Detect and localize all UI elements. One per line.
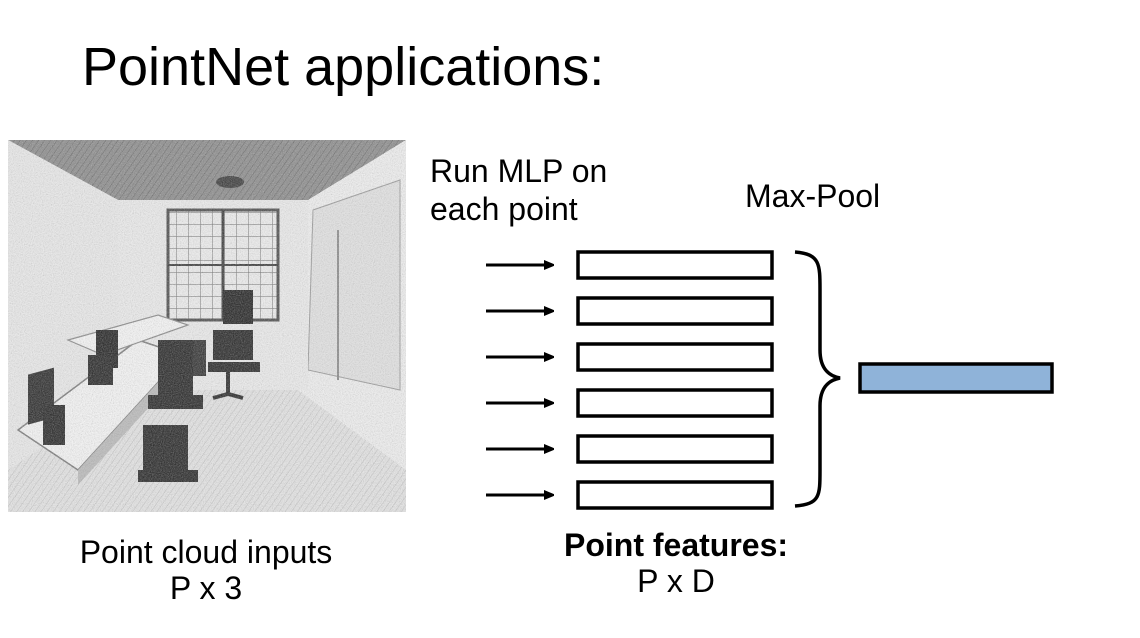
point-cloud-inputs-caption: Point cloud inputs P x 3 bbox=[56, 534, 356, 606]
global-feature-vector bbox=[858, 362, 1054, 394]
point-feature-row bbox=[576, 434, 774, 464]
slide-title: PointNet applications: bbox=[82, 37, 605, 97]
point-feature-row bbox=[576, 296, 774, 326]
point-cloud-room-image bbox=[8, 140, 406, 512]
mlp-label-line2: each point bbox=[430, 191, 578, 227]
mlp-label-line1: Run MLP on bbox=[430, 153, 608, 189]
point-features-caption: Point features: P x D bbox=[526, 527, 826, 599]
max-pool-label: Max-Pool bbox=[745, 178, 881, 214]
point-feature-row bbox=[576, 342, 774, 372]
point-feature-row bbox=[576, 480, 774, 510]
point-feature-row bbox=[576, 388, 774, 418]
features-caption-line1: Point features: bbox=[563, 527, 789, 563]
inputs-caption-line1: Point cloud inputs bbox=[79, 534, 333, 570]
features-caption-line2: P x D bbox=[637, 563, 715, 599]
point-feature-row bbox=[576, 250, 774, 280]
max-pool-brace bbox=[794, 250, 841, 508]
inputs-caption-line2: P x 3 bbox=[169, 570, 243, 606]
run-mlp-label: Run MLP on each point bbox=[430, 152, 607, 228]
point-feature-rows bbox=[486, 250, 774, 510]
